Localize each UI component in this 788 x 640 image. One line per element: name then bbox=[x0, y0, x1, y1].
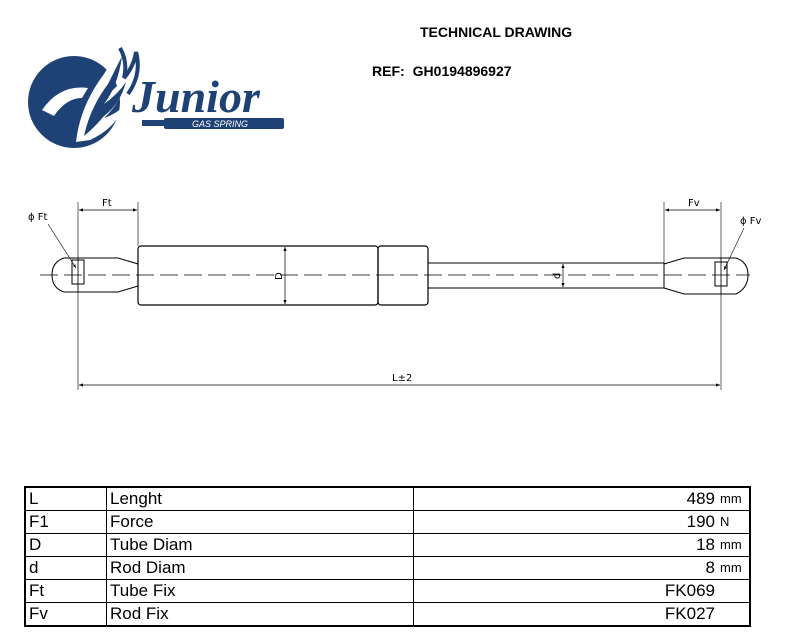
spec-symbol: Fv bbox=[24, 602, 107, 627]
spec-name: Rod Fix bbox=[106, 602, 414, 627]
brand-name: Junior bbox=[131, 71, 261, 122]
tube-body bbox=[137, 245, 379, 306]
spec-symbol: D bbox=[24, 533, 107, 557]
ref-value: GH0194896927 bbox=[412, 63, 512, 79]
spec-unit: N bbox=[718, 510, 751, 534]
spec-symbol: L bbox=[24, 486, 107, 511]
spec-name: Lenght bbox=[106, 486, 414, 511]
spec-value: 8 bbox=[413, 556, 718, 580]
table-row: Ft Tube Fix FK069 bbox=[24, 579, 751, 603]
gas-spring-drawing: Ft ϕ Ft Fv ϕ Fv D d L±2 bbox=[28, 198, 762, 390]
spec-unit: mm bbox=[718, 533, 751, 557]
table-row: Fv Rod Fix FK027 bbox=[24, 602, 751, 627]
dim-label-d: d bbox=[552, 273, 563, 279]
header-title: TECHNICAL DRAWING bbox=[420, 24, 573, 40]
rod bbox=[427, 262, 665, 289]
tube-end-fitting bbox=[51, 257, 139, 293]
spec-name: Force bbox=[106, 510, 414, 534]
table-row: d Rod Diam 8 mm bbox=[24, 556, 751, 580]
rod-end-fitting bbox=[663, 257, 749, 295]
spec-value: 489 bbox=[413, 486, 718, 511]
table-row: D Tube Diam 18 mm bbox=[24, 533, 751, 557]
dim-label-D: D bbox=[274, 272, 285, 280]
tube-cap bbox=[377, 245, 429, 306]
dim-label-ft: Ft bbox=[102, 198, 112, 209]
spec-unit bbox=[718, 602, 751, 627]
spec-symbol: F1 bbox=[24, 510, 107, 534]
ref-label: REF: bbox=[372, 63, 405, 79]
table-row: L Lenght 489 mm bbox=[24, 486, 751, 511]
wing-emblem-icon bbox=[28, 47, 140, 148]
spec-unit: mm bbox=[718, 556, 751, 580]
table-row: F1 Force 190 N bbox=[24, 510, 751, 534]
spec-value: 190 bbox=[413, 510, 718, 534]
spec-table: L Lenght 489 mm F1 Force 190 N D Tube Di… bbox=[24, 486, 751, 627]
dim-label-fv: Fv bbox=[688, 198, 700, 209]
junior-logo: Junior GAS SPRING bbox=[28, 47, 284, 148]
dim-label-phi-ft: ϕ Ft bbox=[28, 212, 48, 223]
spec-symbol: Ft bbox=[24, 579, 107, 603]
spec-symbol: d bbox=[24, 556, 107, 580]
dim-label-L: L±2 bbox=[392, 373, 412, 384]
dim-label-phi-fv: ϕ Fv bbox=[740, 216, 762, 227]
spec-name: Tube Fix bbox=[106, 579, 414, 603]
header-ref: REF: GH0194896927 bbox=[372, 63, 512, 79]
spec-value: FK069 bbox=[413, 579, 718, 603]
brand-tagline: GAS SPRING bbox=[192, 119, 248, 129]
spec-value: FK027 bbox=[413, 602, 718, 627]
spec-unit: mm bbox=[718, 486, 751, 511]
spec-name: Rod Diam bbox=[106, 556, 414, 580]
spec-table-body: L Lenght 489 mm F1 Force 190 N D Tube Di… bbox=[24, 486, 751, 627]
spec-value: 18 bbox=[413, 533, 718, 557]
spec-unit bbox=[718, 579, 751, 603]
spec-name: Tube Diam bbox=[106, 533, 414, 557]
